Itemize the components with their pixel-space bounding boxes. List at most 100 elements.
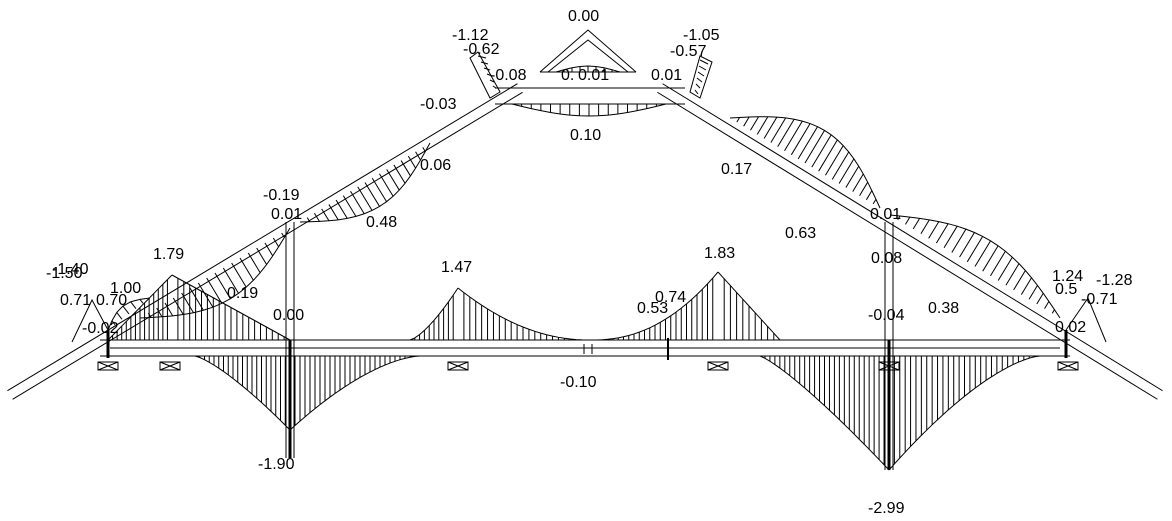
- left-rafter-lower-hatch: [223, 268, 238, 293]
- left-rafter-edge-a: [13, 92, 523, 399]
- right-rafter-upper-hatch: [805, 130, 825, 163]
- label-right-post-top: 0.01: [870, 206, 901, 223]
- left-rafter-lower-hatch: [173, 298, 183, 315]
- right-rafter-upper-curve: [730, 117, 880, 208]
- left-rafter-upper-hatch: [372, 178, 386, 202]
- label-left-post-top: 0.01: [271, 206, 302, 223]
- right-rafter-upper-hatch: [819, 140, 838, 171]
- right-rafter-upper-hatch: [791, 124, 810, 155]
- right-rafter-upper-hatch: [873, 199, 876, 204]
- left-eave-wedge: [72, 300, 108, 342]
- left-rafter-lower-hatch: [182, 293, 194, 313]
- label-left-eave-neg: -1.40: [52, 261, 89, 278]
- label-left-post-top-neg: -0.19: [263, 187, 300, 204]
- apex-right-spike-hatch: [700, 60, 708, 64]
- right-rafter-lower-hatch: [936, 224, 948, 243]
- right-rafter-upper-hatch: [757, 117, 768, 135]
- apex-left-spike-hatch: [481, 62, 488, 64]
- right-rafter-lower-hatch: [960, 233, 975, 258]
- span1-fall-top-curve: [172, 275, 290, 340]
- right-rafter-lower-hatch: [898, 216, 900, 220]
- right-rafter-lower-hatch: [1021, 278, 1031, 295]
- left-eave-moment-hatch: [112, 321, 115, 325]
- left-rafter-upper-hatch: [358, 187, 372, 211]
- left-eave-moment-hatch: [140, 299, 143, 303]
- right-rafter-upper-hatch: [778, 119, 794, 146]
- right-rafter-lower-hatch: [905, 217, 909, 224]
- right-rafter-upper-hatch: [798, 127, 817, 159]
- span3-fall-curve: [718, 272, 780, 340]
- left-rafter-lower-hatch: [240, 258, 253, 280]
- span2-rise-curve: [410, 288, 458, 340]
- left-rafter-lower-hatch: [157, 308, 162, 317]
- left-eave-moment-hatch: [117, 312, 122, 319]
- apex-right-spike-hatch: [698, 72, 704, 76]
- right-rafter-lower-hatch: [998, 257, 1012, 280]
- right-rafter-upper-hatch: [853, 174, 864, 192]
- apex-inner: [548, 40, 628, 72]
- span2-fall-curve: [458, 288, 588, 340]
- left-rafter-upper-hatch: [416, 152, 421, 160]
- left-rafter-lower-hatch: [165, 303, 173, 316]
- left-rafter-lower-hatch: [273, 238, 278, 247]
- label-collar-beam: 0.10: [570, 127, 601, 144]
- right-rafter-upper-hatch: [825, 146, 843, 176]
- left-rafter-upper-hatch: [379, 174, 393, 196]
- right-rafter-upper-hatch: [812, 135, 831, 167]
- label-right-eave-071: -0.71: [1081, 291, 1118, 308]
- left-rafter-lower-curve: [140, 228, 290, 318]
- label-right-brace: 0.38: [928, 300, 959, 317]
- right-rafter-upper-hatch: [832, 152, 848, 179]
- label-left-moment-min: -1.90: [258, 456, 295, 473]
- left-rafter-upper-hatch: [307, 218, 310, 222]
- label-right-eave-124: 1.24: [1052, 268, 1083, 285]
- label-right-moment-min: -2.99: [868, 500, 905, 517]
- left-rafter-upper-hatch: [401, 161, 410, 176]
- label-right-post-upper: 0.08: [871, 250, 902, 267]
- right-rafter-lower-hatch: [944, 226, 957, 248]
- right-rafter-lower-curve: [890, 215, 1060, 318]
- left-rafter-upper-hatch: [394, 165, 405, 183]
- left-eave-moment-curve: [108, 298, 150, 330]
- collar-sag-curve: [512, 104, 666, 116]
- label-left-eave-070: 0.70: [96, 292, 127, 309]
- right-rafter-upper-hatch: [785, 121, 803, 151]
- right-rafter-upper-hatch: [846, 166, 859, 187]
- apex-right-spike-hatch: [699, 66, 706, 70]
- support-2-x2: [448, 362, 468, 370]
- support-0-x2: [98, 362, 118, 370]
- label-left-knee: -0.03: [420, 96, 457, 113]
- left-rafter-lower-hatch: [215, 273, 230, 299]
- apex-right-spike: [690, 56, 712, 98]
- label-apex-left-peak: -0.62: [463, 41, 500, 58]
- label-left-rafter-mid: 0.06: [420, 157, 451, 174]
- label-left-post: 0.00: [273, 307, 304, 324]
- span1-sag-curve: [195, 356, 290, 430]
- left-rafter-upper-hatch: [322, 209, 329, 221]
- left-rafter-upper-hatch: [343, 196, 356, 217]
- left-rafter-edge-b: [7, 84, 517, 391]
- left-eave-moment-hatch: [131, 302, 136, 309]
- left-rafter-lower-hatch: [257, 248, 267, 265]
- support-4-x2: [879, 362, 899, 370]
- right-eave-wedge: [1066, 298, 1106, 342]
- label-hinge-lower: 0.53: [637, 300, 668, 317]
- label-apex-left-tip: -1.12: [452, 27, 489, 44]
- apex-left-spike: [470, 52, 500, 98]
- left-rafter-lower-hatch: [198, 283, 213, 307]
- left-rafter-upper-hatch: [314, 213, 319, 221]
- label-left-eave-071: 0.71: [60, 292, 91, 309]
- left-rafter-upper-hatch: [408, 156, 415, 168]
- right-rafter-upper-hatch: [737, 117, 740, 122]
- label-span3-peak: 1.83: [704, 245, 735, 262]
- left-rafter-lower-hatch: [282, 233, 285, 237]
- label-span2-peak: 1.47: [441, 259, 472, 276]
- span3-rise-curve: [592, 272, 718, 340]
- label-right-eave-128: -1.28: [1096, 272, 1133, 289]
- label-left-eave-002: -0.02: [82, 320, 119, 337]
- left-rafter-upper-hatch: [423, 147, 426, 151]
- label-span1-peak: 1.79: [153, 246, 184, 263]
- right-rafter-lower-hatch: [1006, 264, 1019, 286]
- right-rafter-upper-hatch: [764, 117, 777, 138]
- apex-left-spike-hatch: [484, 68, 490, 70]
